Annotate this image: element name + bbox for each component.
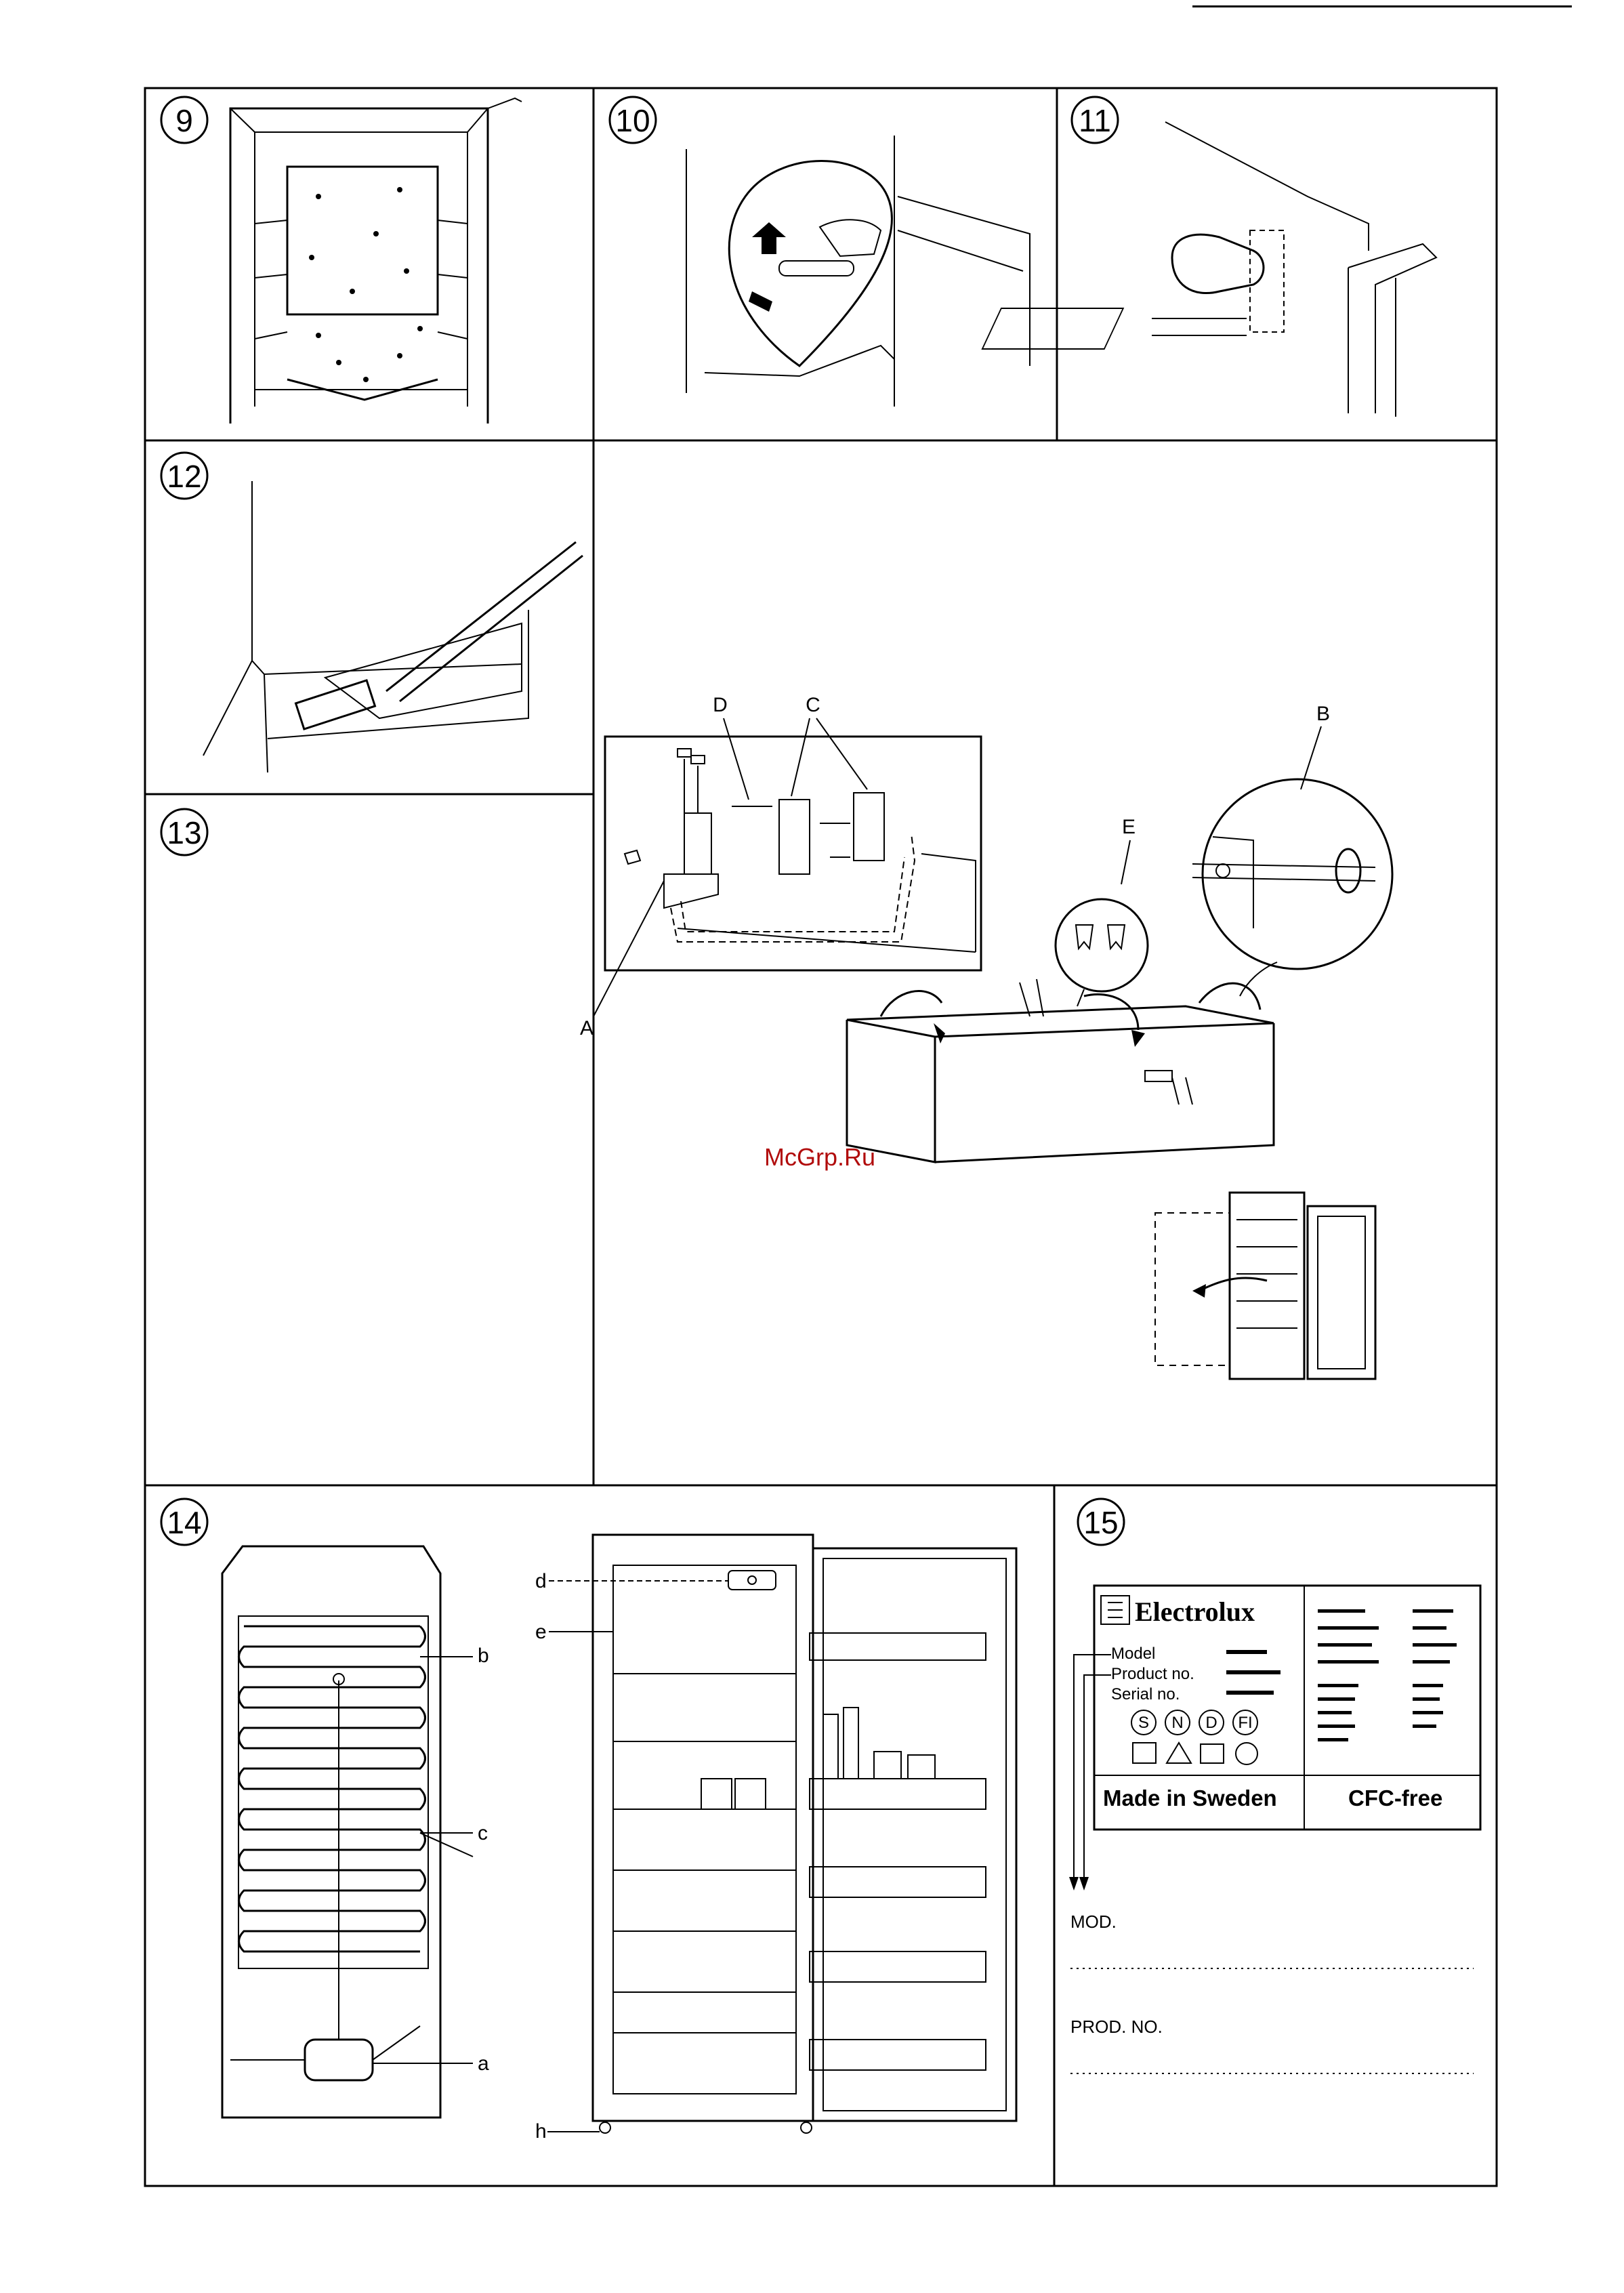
model-label: Model: [1111, 1645, 1155, 1663]
callout-d: d: [535, 1570, 728, 1592]
plate-small-print: [1226, 1609, 1457, 1741]
panel-9-number: 9: [161, 97, 207, 143]
appliance-lying-illustration: [847, 979, 1274, 1162]
svg-text:b: b: [478, 1645, 489, 1667]
svg-text:h: h: [535, 2120, 547, 2143]
svg-text:15: 15: [1083, 1505, 1118, 1540]
svg-text:c: c: [478, 1822, 488, 1844]
panel-9: 9: [161, 97, 522, 424]
callout-C: C: [791, 694, 867, 796]
lamp-replacement-illustration: [982, 122, 1436, 417]
panel-grid: [145, 88, 1497, 2186]
panel-12: 12: [161, 453, 583, 772]
front-open-illustration: [593, 1535, 1016, 2133]
svg-text:N: N: [1171, 1714, 1183, 1732]
panel-11-number: 11: [1072, 97, 1118, 143]
svg-text:9: 9: [175, 103, 193, 138]
callout-B: B: [1301, 703, 1330, 789]
freezer-interior-illustration: [230, 98, 522, 424]
callout-a: a: [373, 2052, 489, 2075]
panel-13-number: 13: [161, 809, 207, 855]
cfc-text: CFC-free: [1348, 1785, 1442, 1811]
brand-name: Electrolux: [1135, 1596, 1255, 1627]
svg-text:a: a: [478, 2052, 489, 2075]
panel-13: 13 D C: [161, 694, 1392, 1379]
callout-D: D: [713, 694, 749, 800]
drip-tray-removal-illustration: [686, 136, 1030, 407]
rating-plate: Electrolux Model Product no. Serial no. …: [1069, 1586, 1480, 1891]
watermark: McGrp.Ru: [764, 1143, 875, 1171]
panel-10-number: 10: [610, 97, 656, 143]
svg-text:d: d: [535, 1570, 547, 1592]
mod-label: MOD.: [1070, 1912, 1117, 1932]
callout-h: h: [535, 2120, 600, 2143]
pin-detail-B: [1192, 779, 1392, 996]
svg-text:12: 12: [167, 459, 201, 494]
callout-E: E: [1121, 816, 1136, 884]
svg-text:13: 13: [167, 815, 201, 850]
svg-text:D: D: [713, 694, 728, 716]
product-label: Product no.: [1111, 1665, 1194, 1683]
approval-marks: S N D FI: [1131, 1710, 1257, 1735]
origin-text: Made in Sweden: [1103, 1785, 1277, 1811]
svg-text:E: E: [1122, 816, 1136, 838]
rear-view-illustration: [222, 1546, 440, 2118]
plate-leader-arrows: [1069, 1655, 1111, 1891]
door-reversal-illustration: [1155, 1193, 1375, 1379]
hinge-detail-inset: [605, 737, 981, 970]
callout-b: b: [420, 1645, 489, 1667]
serial-label: Serial no.: [1111, 1685, 1180, 1703]
svg-text:FI: FI: [1238, 1714, 1252, 1732]
electrolux-logo-icon: [1101, 1596, 1129, 1624]
svg-text:S: S: [1138, 1714, 1149, 1732]
callout-e: e: [535, 1621, 613, 1643]
prod-no-label: PROD. NO.: [1070, 2017, 1163, 2037]
svg-text:B: B: [1316, 703, 1330, 725]
panel-14: 14 b c a: [161, 1499, 1016, 2143]
svg-text:14: 14: [167, 1505, 201, 1540]
svg-text:10: 10: [615, 103, 650, 138]
panel-12-number: 12: [161, 453, 207, 499]
drain-cleaning-illustration: [203, 481, 583, 772]
panel-15-number: 15: [1078, 1499, 1124, 1545]
svg-text:C: C: [806, 694, 820, 716]
panel-11: 11: [982, 97, 1436, 417]
certification-icons: [1133, 1743, 1257, 1764]
svg-text:11: 11: [1079, 103, 1111, 138]
registration-form: MOD. PROD. NO.: [1070, 1912, 1474, 2073]
svg-text:D: D: [1205, 1714, 1217, 1732]
svg-text:e: e: [535, 1621, 547, 1643]
panel-15: 15 Electrolux Model Product no. Serial n…: [1069, 1499, 1480, 2073]
svg-text:A: A: [580, 1017, 594, 1039]
clip-detail-E: [1056, 899, 1148, 1006]
panel-14-number: 14: [161, 1499, 207, 1545]
callout-c: c: [420, 1822, 488, 1857]
panel-10: 10: [610, 97, 1030, 407]
